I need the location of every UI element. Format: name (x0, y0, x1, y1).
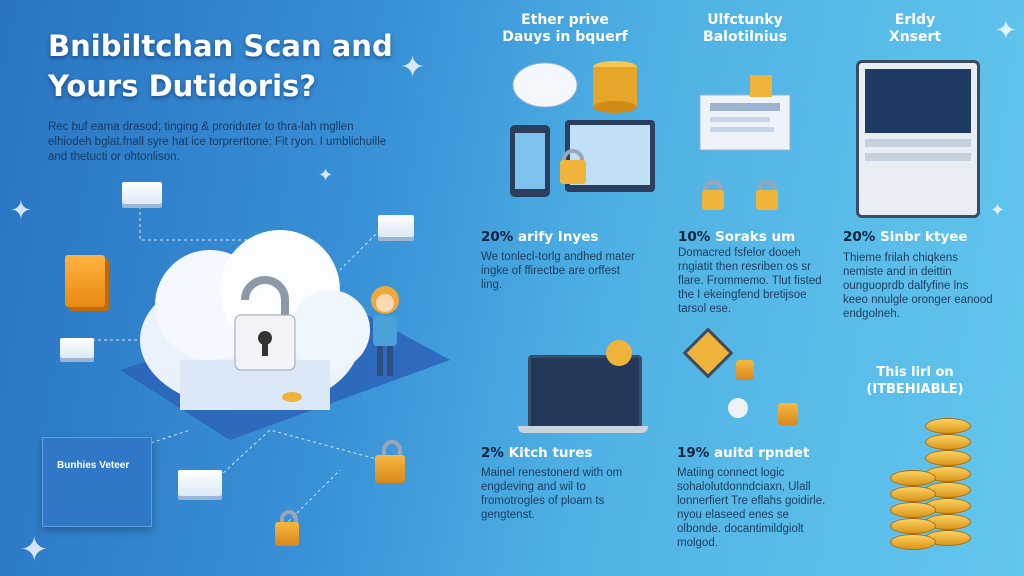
callout-line: This lirl on (876, 365, 954, 380)
heading-line: Dauys in bquerf (502, 29, 628, 45)
book-cover: Bunhies Veteer (42, 437, 152, 527)
cube-block (178, 470, 222, 496)
title-line: Bnibiltchan Scan and (48, 29, 393, 63)
column-heading: Erldy Xnsert (850, 12, 980, 46)
callout-line: (ITBEHIABLE) (866, 382, 964, 397)
stat-heading: 2% Kitch tures (481, 445, 641, 461)
stat-block: 20% Sinbr ktyee Thieme frilah chiqkens n… (843, 229, 993, 321)
stat-percent: 20% (481, 229, 514, 245)
sparkle-icon: ✦ (10, 195, 32, 225)
cube-block (378, 215, 414, 237)
stat-description: Matiing connect logic sohalolutdonndciax… (677, 467, 826, 549)
heading-line: Balotilnius (703, 29, 787, 45)
cube-block (60, 338, 94, 358)
padlock-icon (280, 510, 298, 524)
monitor-chart-illustration (856, 60, 980, 218)
sparkle-icon: ✦ (20, 531, 49, 569)
folder-icon (65, 255, 105, 307)
stat-label: Soraks um (715, 229, 796, 245)
coin-stack (925, 418, 971, 546)
laptop-illustration (528, 355, 642, 429)
sparkle-icon: ✦ (400, 51, 426, 84)
cloud-devices-illustration (510, 61, 655, 197)
sparkle-icon: ✦ (318, 165, 334, 185)
stat-label: Kitch tures (508, 445, 593, 461)
stat-heading: 10% Soraks um (678, 229, 828, 245)
padlock-icon (736, 360, 754, 380)
stat-percent: 10% (678, 229, 711, 245)
cube-block (122, 182, 162, 204)
cloud-network-illustration (80, 200, 450, 531)
heading-line: Ulfctunky (707, 12, 783, 28)
heading-line: Erldy (894, 12, 936, 28)
stat-heading: 19% auitd rpndet (677, 445, 827, 461)
documents-illustration (699, 75, 791, 210)
stat-percent: 19% (677, 445, 710, 461)
column-heading: Ulfctunky Balotilnius (660, 12, 830, 46)
globe-icon (728, 398, 748, 418)
padlock-icon (375, 455, 405, 483)
stat-block: 19% auitd rpndet Matiing connect logic s… (677, 445, 827, 550)
title-line: Yours Dutidoris? (48, 69, 317, 103)
sparkle-icon: ✦ (990, 200, 1006, 220)
stat-description: Thieme frilah chiqkens nemiste and in de… (843, 252, 993, 320)
laptop-base (518, 426, 648, 433)
stat-block: 10% Soraks um Domacred fsfelor dooeh rng… (678, 229, 828, 316)
stat-description: Domacred fsfelor dooeh rngiatit then res… (678, 247, 822, 315)
page-title: Bnibiltchan Scan and Yours Dutidoris? (48, 26, 393, 106)
stat-label: auitd rpndet (714, 445, 810, 461)
stat-description: We tonlecl-torlg andhed mater ingke of f… (481, 251, 635, 291)
sparkle-icon: ✦ (995, 15, 1017, 45)
padlock-shackle (241, 276, 289, 320)
heading-line: Ether prive (521, 12, 609, 28)
coin-stack (890, 470, 936, 550)
heading-line: Xnsert (888, 29, 942, 45)
column-heading: Ether prive Dauys in bquerf (480, 12, 650, 46)
stat-label: arify Inyes (518, 229, 599, 245)
stat-description: Mainel renestonerd with om engdeving and… (481, 467, 623, 521)
stat-block: 2% Kitch tures Mainel renestonerd with o… (481, 445, 641, 522)
intro-text: Rec buf eama drasod; tinging & proridute… (48, 121, 387, 163)
padlock-icon (382, 440, 402, 456)
shield-icon (682, 327, 734, 379)
stat-label: Sinbr ktyee (880, 229, 968, 245)
stat-heading: 20% Sinbr ktyee (843, 229, 993, 245)
padlock-icon (778, 403, 798, 425)
stat-percent: 2% (481, 445, 504, 461)
callout: This lirl on (ITBEHIABLE) (850, 364, 980, 398)
stat-block: 20% arify Inyes We tonlecl-torlg andhed … (481, 229, 641, 292)
stat-heading: 20% arify Inyes (481, 229, 641, 245)
padlock-icon (275, 522, 299, 546)
gear-icon (606, 340, 632, 366)
book-title: Bunhies Veteer (57, 460, 130, 471)
stat-percent: 20% (843, 229, 876, 245)
